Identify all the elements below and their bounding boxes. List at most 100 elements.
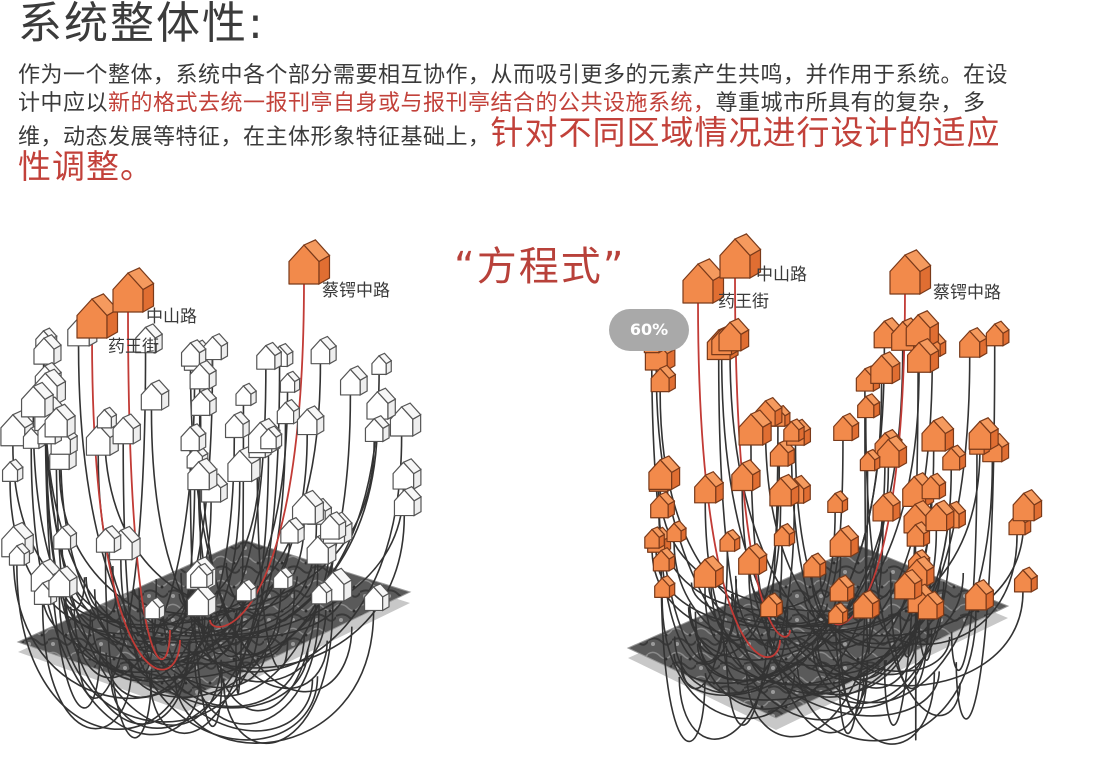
right-house-icon (650, 364, 677, 393)
right-house-icon (925, 499, 955, 532)
left-string (199, 415, 296, 658)
right-house-icon (877, 435, 908, 469)
left-string (77, 352, 147, 699)
para-text-1: 作为一个整体，系统中各个部分需要相互协作，从而吸引更多的元素产生共鸣，并作用于系… (18, 63, 1009, 116)
left-string (44, 403, 102, 709)
right-road-label-yaowang: 药王街 (718, 292, 769, 312)
right-house-icon (648, 455, 681, 491)
right-house-icon (959, 326, 988, 359)
para-text-highlight: 新的格式去统一报刊亭自身或与报刊亭结合的公共设施系统， (108, 91, 716, 116)
left-string (41, 604, 133, 730)
left-diagram: 中山路 药王街 蔡锷中路 (0, 239, 422, 744)
right-string (661, 597, 796, 720)
left-string (235, 405, 245, 695)
right-string (794, 445, 944, 676)
left-house-icon (279, 370, 301, 394)
right-string (950, 454, 978, 671)
right-house-icon (921, 416, 955, 453)
right-string (696, 383, 883, 682)
left-string (194, 603, 320, 725)
right-road-string (734, 274, 791, 638)
right-house-icon (857, 393, 881, 419)
left-string (16, 565, 190, 731)
right-string (660, 570, 706, 743)
right-house-icon (942, 444, 967, 471)
right-house-icon (921, 472, 947, 500)
right-house-icon (917, 590, 945, 620)
left-house-icon (190, 562, 214, 589)
left-house-icon (366, 387, 397, 421)
left-string (59, 454, 309, 709)
right-house-icon (1012, 489, 1043, 522)
right-house-icon (738, 543, 768, 576)
right-road-house-icon (682, 258, 725, 305)
left-house-icon (135, 323, 164, 354)
left-house-icon (33, 334, 62, 366)
right-road-string (697, 299, 781, 659)
right-house-icon (985, 320, 1010, 347)
right-road-label-caie: 蔡锷中路 (933, 283, 1001, 303)
right-house-icon (650, 491, 676, 519)
right-string (678, 545, 783, 740)
right-house-icon (693, 555, 725, 589)
right-string (796, 609, 977, 742)
right-string (811, 573, 965, 650)
right-house-icon (738, 409, 773, 447)
left-string (44, 390, 207, 640)
left-house-icon (310, 335, 338, 365)
left-house-icon (186, 584, 217, 617)
left-house-icon (291, 489, 325, 526)
left-house-icon (364, 414, 391, 443)
right-house-icon (652, 547, 676, 572)
left-road-string (91, 334, 181, 671)
right-string (720, 354, 887, 681)
left-string (12, 445, 237, 641)
left-string (45, 443, 86, 611)
right-string (731, 469, 953, 695)
left-string (43, 364, 117, 619)
right-house-icon (827, 490, 849, 514)
right-diagram: 中山路 药王街 蔡锷中路 (626, 233, 1043, 745)
right-string (864, 417, 961, 717)
left-house-icon (392, 458, 422, 491)
right-house-icon (769, 473, 800, 507)
right-road-label-zhongshan: 中山路 (756, 265, 807, 285)
left-string (189, 450, 223, 728)
left-road-label-zhongshan: 中山路 (146, 307, 197, 327)
right-string (687, 467, 890, 661)
right-house-icon (731, 459, 761, 492)
right-house-icon (859, 448, 881, 472)
left-house-icon (53, 523, 78, 551)
left-house-icon (180, 339, 207, 368)
para-text-3: 尊重城市所具有的复杂，多维，动态发展等特征，在主体形象特征基础上， (18, 91, 986, 150)
left-house-icon (203, 333, 229, 361)
right-house-icon (773, 522, 796, 547)
left-house-icon (1, 458, 24, 483)
left-house-icon (140, 379, 170, 411)
left-house-icon (276, 398, 301, 425)
right-road-labels: 中山路 药王街 蔡锷中路 (718, 265, 1001, 312)
left-string (91, 587, 200, 682)
right-house-icon (905, 310, 940, 347)
left-house-icon (235, 578, 258, 602)
right-house-icon (870, 351, 901, 385)
left-house-icon (180, 423, 207, 452)
left-string (173, 610, 375, 744)
right-string (673, 541, 945, 667)
left-house-icon (256, 341, 283, 371)
description-paragraph: 作为一个整体，系统中各个部分需要相互协作，从而吸引更多的元素产生共鸣，并作用于系… (18, 62, 1028, 186)
left-string (150, 409, 281, 656)
left-house-icon (339, 365, 369, 396)
left-house-icon (296, 405, 325, 436)
zoom-badge[interactable]: 60% (609, 309, 689, 351)
right-house-icon (803, 552, 827, 578)
right-house-icon (894, 568, 923, 600)
left-houses (0, 239, 422, 620)
right-house-icon (718, 317, 750, 352)
right-house-icon (829, 525, 860, 558)
right-string (673, 512, 836, 694)
right-house-icon (872, 490, 901, 522)
left-house-icon (48, 565, 78, 598)
right-house-icon (719, 528, 741, 553)
